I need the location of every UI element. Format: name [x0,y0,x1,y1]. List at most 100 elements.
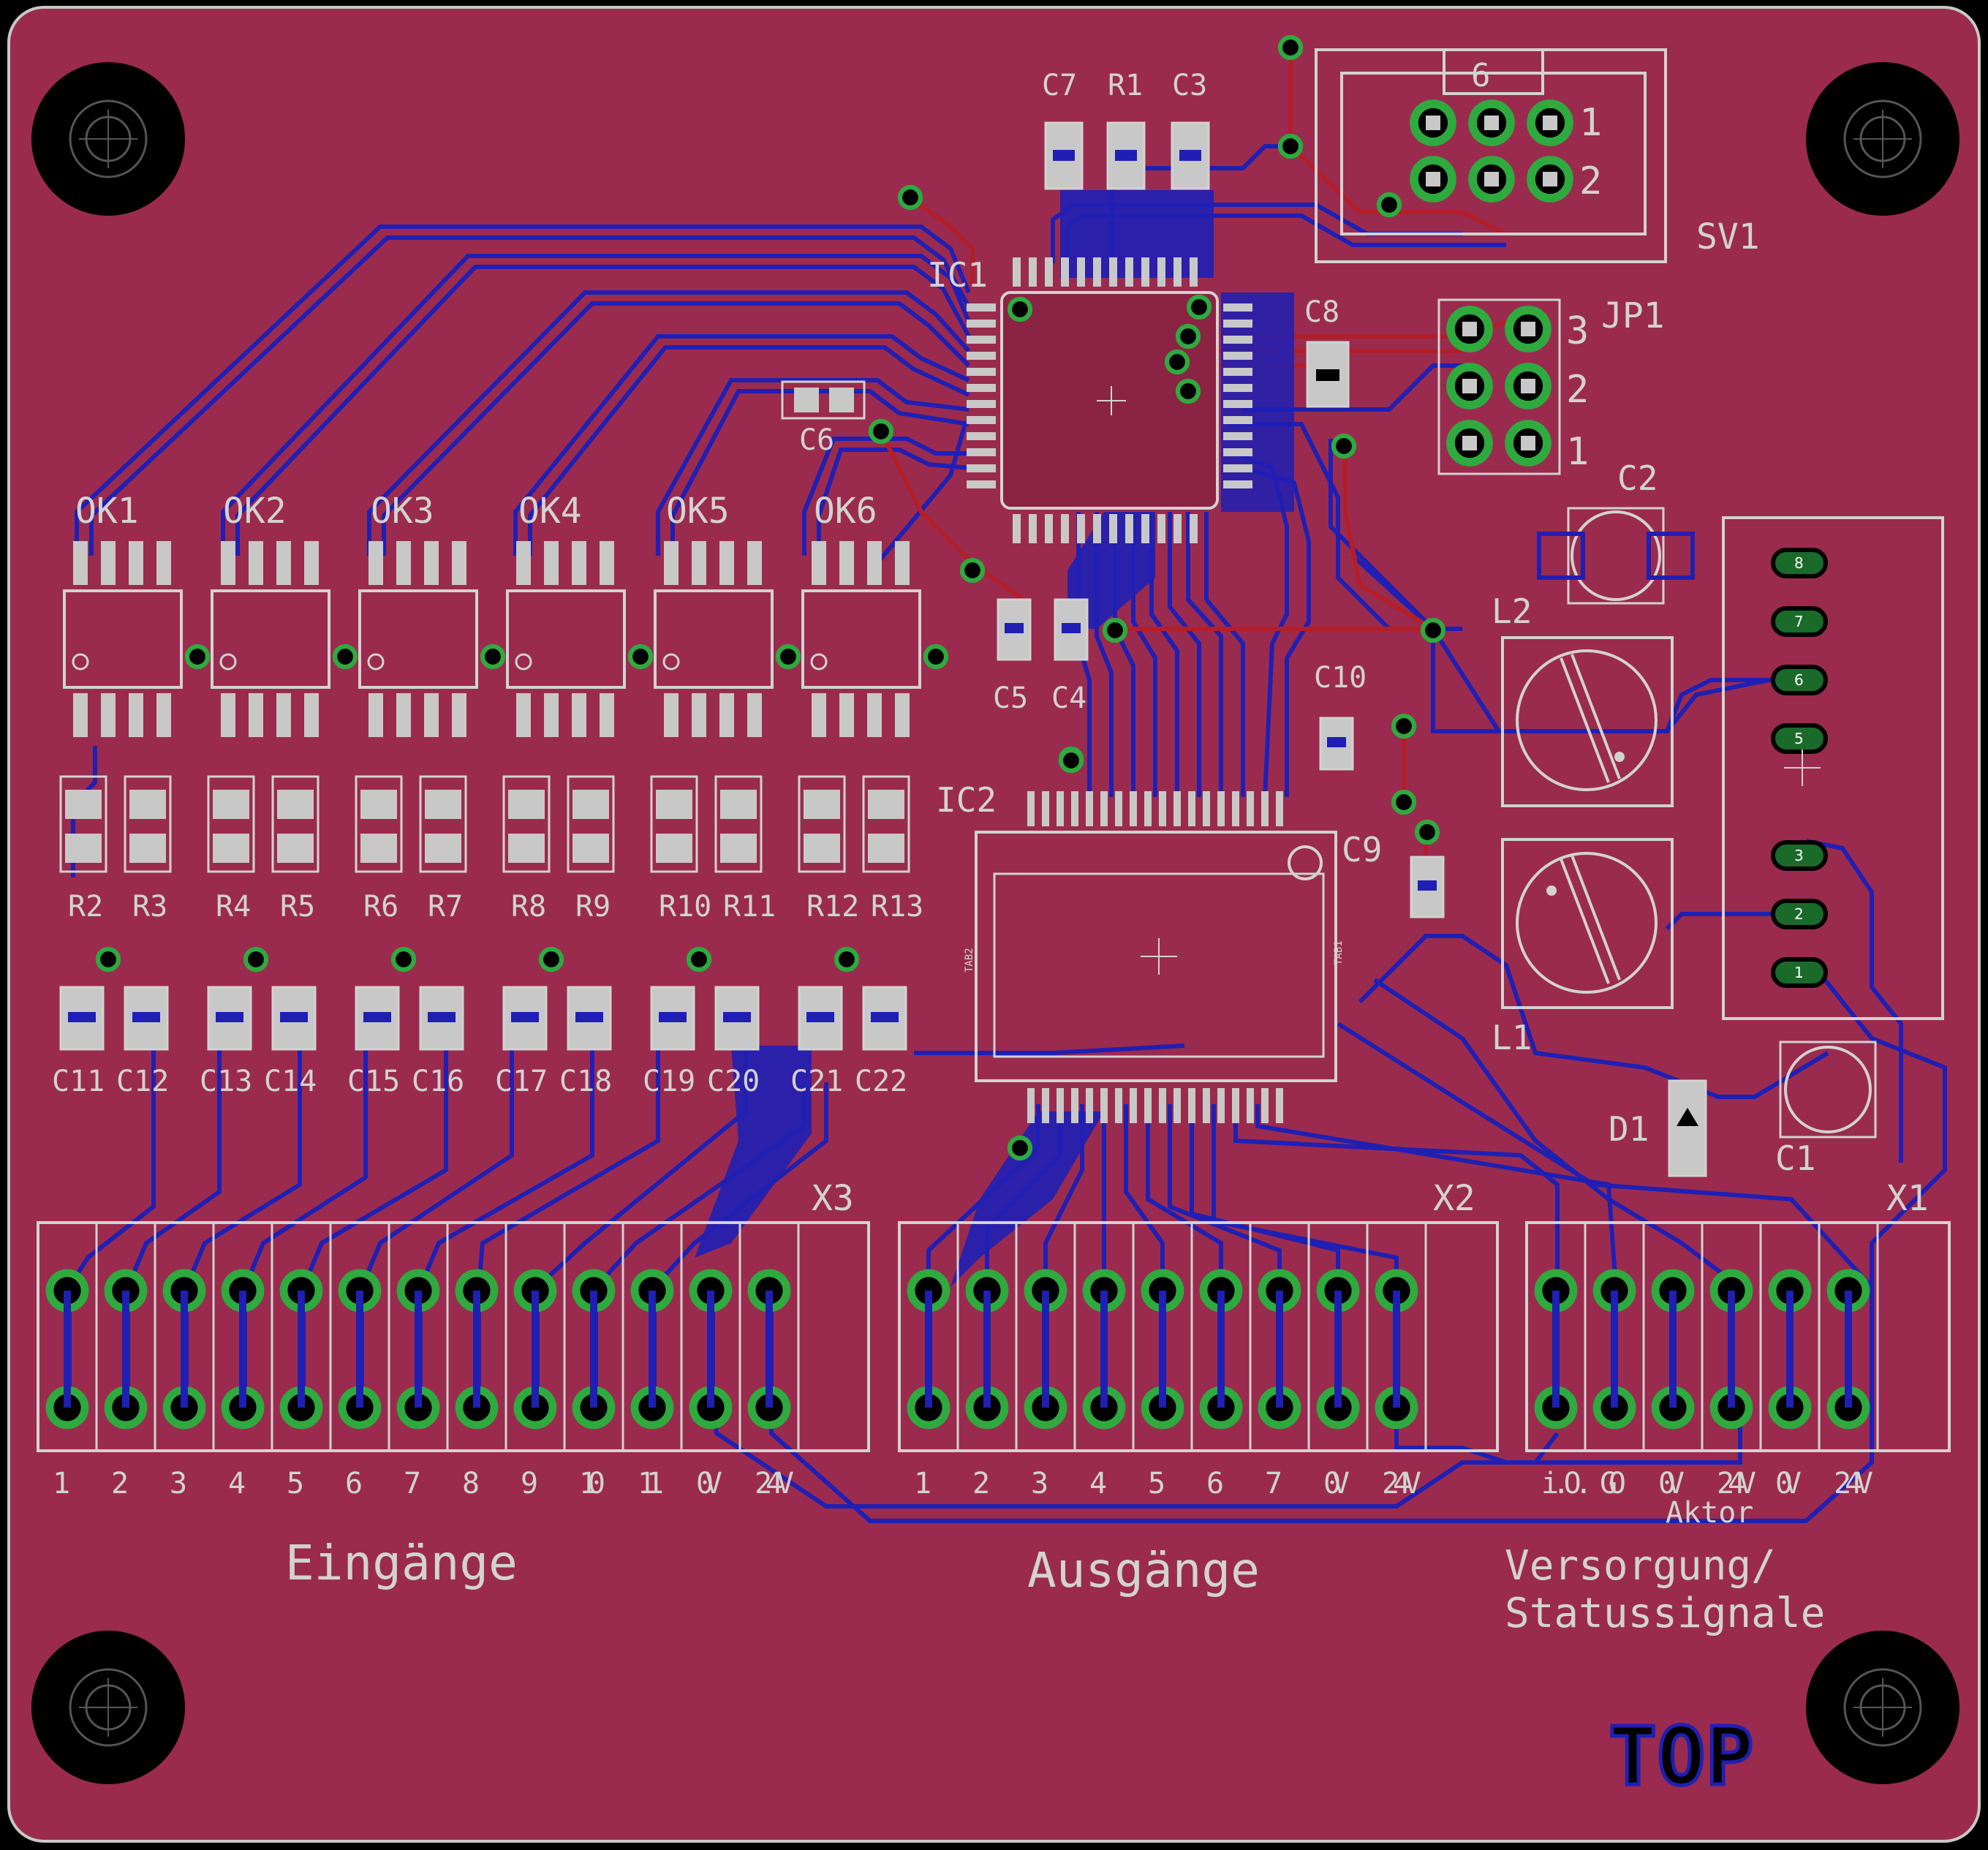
ic2-pin-bottom [1188,1088,1195,1123]
x3-label: X3 [812,1178,854,1219]
input-cap-center [511,1012,539,1022]
ic2-pin-bottom [1057,1088,1064,1123]
opto-pin-top [867,541,882,585]
opto-pin-top [249,541,263,585]
resistor-outline [207,775,255,873]
bottom-trace [221,254,971,556]
ic1-pin-bottom [1157,514,1165,543]
bottom-trace [1124,1104,1165,1287]
opto-label-1: OK1 [75,491,139,532]
opto-pin1-marker [662,653,680,671]
input-cap-label-c17: C17 [495,1065,548,1098]
resistor-label-r6: R6 [363,890,398,924]
opto-pin-top [129,541,143,585]
opto-pin-top [304,541,319,585]
ic2-pin-bottom [1261,1088,1269,1123]
c5-label: C5 [993,682,1028,715]
ic1-pin-bottom [1173,514,1182,543]
via [1420,617,1446,643]
bottom-trace [1394,1404,1742,1465]
resistor-pad [720,834,757,863]
resistor-outline [59,775,107,873]
ic2-pin-top [1188,791,1195,826]
resistor-pad [572,790,609,819]
r1-label: R1 [1108,69,1143,102]
x2-pin-label: 7 [1265,1467,1282,1500]
resistor-pad [868,790,904,819]
opto-pin-top [719,541,734,585]
ic1-pin-left [967,303,996,312]
smd-center [1179,150,1201,161]
sensor-pin-label: 7 [1794,613,1804,630]
ic2-pin-bottom [1217,1088,1225,1123]
jp1-pad [1521,436,1535,450]
x1-group-title-line1: Versorgung/ [1505,1542,1776,1590]
input-cap-center [575,1012,603,1022]
bottom-trace [914,1043,1185,1055]
resistor-outline [650,775,698,873]
x1-body [1525,1221,1951,1452]
opto-pin-bottom [516,693,531,737]
x2-label: X2 [1433,1178,1475,1219]
x3-pin-label: 9 [521,1467,538,1500]
via [243,946,269,973]
ic2-pin-top [1130,791,1137,826]
jp1-row-1-label: 1 [1566,430,1589,474]
ic2-pin-top [1144,791,1152,826]
ic1-pin-bottom [1045,514,1053,543]
ic1-pin-top [1157,257,1165,287]
sensor-pin-label: 3 [1794,847,1804,864]
ic1-pin-bottom [1077,514,1085,543]
ground-fill [695,1046,812,1258]
bottom-trace [1805,839,1903,1163]
sv1-pin-top-label: 6 [1471,57,1491,94]
opto-pin-bottom [572,693,586,737]
via [95,946,121,973]
ic1-pin-right [1223,448,1252,456]
opto-body [63,589,183,689]
opto-pin-bottom [452,693,466,737]
via [184,643,211,670]
via [775,643,801,670]
ic1-pin-left [967,384,996,392]
ic2-pin-bottom [1144,1088,1152,1123]
bottom-trace [1168,512,1201,797]
via [959,557,986,584]
bottom-trace [1168,1104,1282,1287]
mounting-hole-ring [1843,99,1922,178]
via [332,643,358,670]
opto-pin-top [276,541,291,585]
x3-pin-label: 6 [345,1467,363,1500]
ic2-pin-top [1027,791,1035,826]
ic1-pin-left [967,448,996,456]
opto-pin-bottom [101,693,116,737]
opto-pin-top [156,541,171,585]
opto-pin-bottom [73,693,88,737]
opto-pin-bottom [221,693,235,737]
l2-label: L2 [1492,592,1532,631]
bottom-trace [418,1038,594,1288]
bottom-trace [1186,512,1223,797]
opto-pin-bottom [544,693,559,737]
sv1-row1-label: 1 [1579,101,1602,145]
via [897,184,923,211]
c7-label: C7 [1042,69,1077,102]
ic2-pin-bottom [1159,1088,1166,1123]
ic1-pin-bottom [1029,514,1037,543]
opto-pin-top [221,541,235,585]
ic2-label: IC2 [936,780,997,820]
ic1-pin-right [1223,384,1252,392]
ic1-pin-right [1223,368,1252,376]
ic2-pin-top [1261,791,1269,826]
resistor-outline [567,775,615,873]
bottom-trace [75,224,971,556]
ground-fill [1060,190,1214,278]
opto-body [506,589,626,689]
bottom-trace [1204,512,1245,797]
x3-body [37,1221,870,1452]
sensor-pin-3 [1771,840,1828,871]
opto-pin-top [424,541,439,585]
resistor-outline [714,775,763,873]
input-cap-center [806,1012,834,1022]
